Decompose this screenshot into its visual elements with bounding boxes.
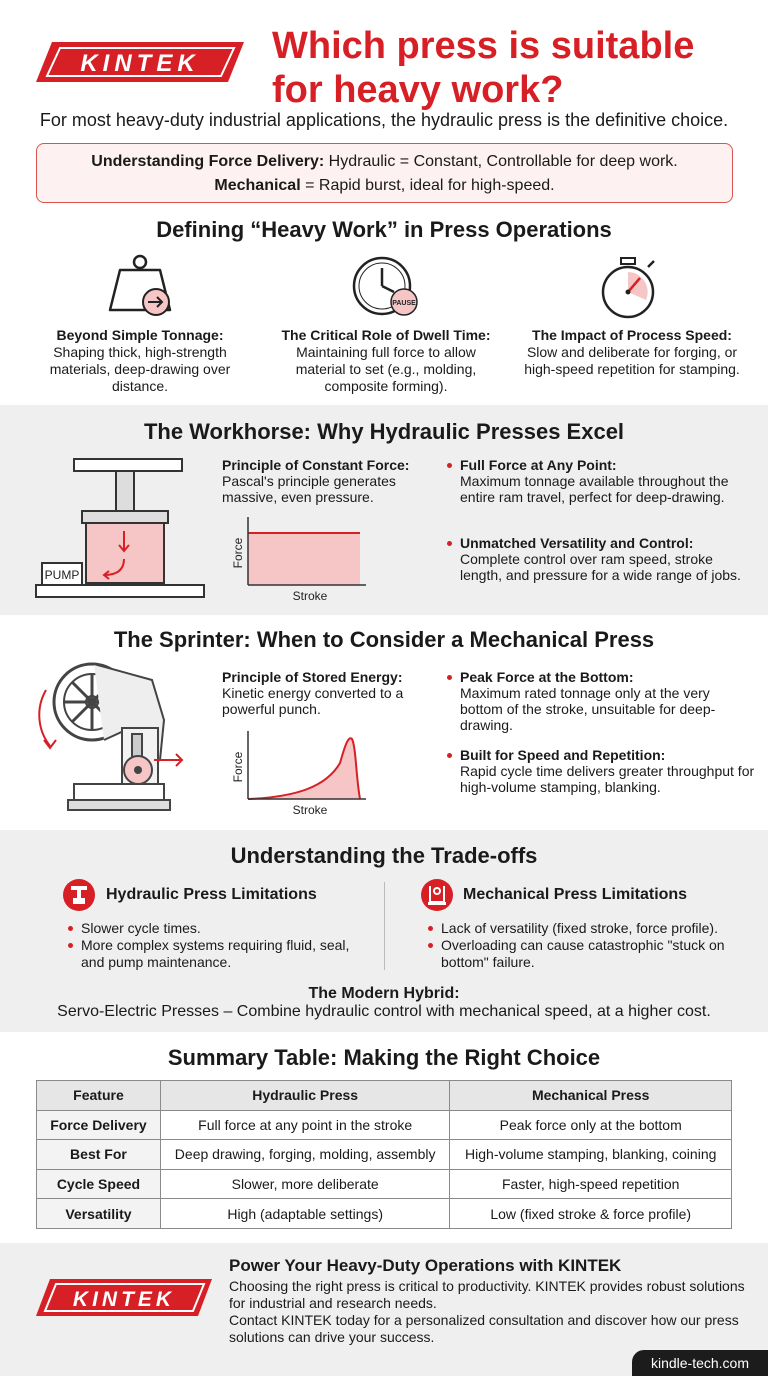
peak-force-graph: Force Stroke (226, 727, 376, 824)
dwell-time-item: The Critical Role of Dwell Time: Maintai… (271, 327, 501, 395)
table-cell: Low (fixed stroke & force profile) (449, 1198, 732, 1229)
cta-title: Power Your Heavy-Duty Operations with KI… (229, 1256, 622, 1275)
pump-label: PUMP (45, 568, 80, 582)
table-cell: Deep drawing, forging, molding, assembly (159, 1139, 451, 1170)
stored-energy-block: Principle of Stored Energy: Kinetic ener… (222, 669, 422, 717)
constant-force-block: Principle of Constant Force: Pascal's pr… (222, 457, 422, 505)
table-cell: Faster, high-speed repetition (449, 1168, 732, 1200)
mechanical-limitations-title: Mechanical Press Limitations (463, 886, 688, 903)
constant-force-label: Principle of Constant Force: (222, 457, 410, 473)
peak-force-bullet: Peak Force at the Bottom: Maximum rated … (447, 669, 750, 733)
tonnage-label: Beyond Simple Tonnage: (56, 327, 224, 343)
dwell-time-text: Maintaining full force to allow material… (295, 344, 477, 394)
callout-line1-label: Understanding Force Delivery: (91, 153, 325, 170)
force-delivery-callout: Understanding Force Delivery: Hydraulic … (36, 143, 733, 203)
logo-text: KINTEK (80, 50, 199, 77)
graph-x-label: Stroke (293, 803, 328, 817)
constant-force-text: Pascal's principle generates massive, ev… (222, 473, 396, 505)
versatility-bullet: Unmatched Versatility and Control: Compl… (447, 535, 755, 583)
stopwatch-icon (594, 252, 664, 327)
list-item: Slower cycle times. (68, 920, 368, 937)
table-header-row: Feature Hydraulic Press Mechanical Press (36, 1080, 732, 1111)
table-row: Cycle Speed Slower, more deliberate Fast… (36, 1168, 732, 1200)
page-subtitle: For most heavy-duty industrial applicati… (39, 110, 729, 130)
list-item: More complex systems requiring fluid, se… (68, 937, 368, 971)
graph-x-label: Stroke (293, 589, 328, 603)
graph-y-label: Force (231, 537, 245, 568)
summary-heading: Summary Table: Making the Right Choice (167, 1045, 601, 1070)
hydraulic-press-illustration: PUMP (34, 455, 210, 608)
hydraulic-limitations-list: Slower cycle times. More complex systems… (68, 920, 368, 971)
hybrid-text: Servo-Electric Presses – Combine hydraul… (57, 1003, 711, 1020)
versatility-label: Unmatched Versatility and Control: (460, 535, 694, 551)
tonnage-item: Beyond Simple Tonnage: Shaping thick, hi… (25, 327, 255, 395)
table-cell: Slower, more deliberate (159, 1168, 451, 1200)
versatility-text: Complete control over ram speed, stroke … (460, 551, 741, 583)
list-item: Lack of versatility (fixed stroke, force… (428, 920, 738, 937)
cta-text: Choosing the right press is critical to … (229, 1278, 749, 1346)
page-title: Which press is suitable for heavy work? (272, 25, 695, 111)
cta-line-1: Choosing the right press is critical to … (229, 1278, 745, 1311)
list-item: Overloading can cause catastrophic "stuc… (428, 937, 738, 971)
callout-line1-text: Hydraulic = Constant, Controllable for d… (328, 153, 678, 170)
column-header: Mechanical Press (449, 1080, 732, 1111)
process-speed-text: Slow and deliberate for forging, or high… (524, 344, 740, 377)
mechanical-press-illustration (34, 660, 194, 823)
hybrid-title: The Modern Hybrid: (308, 985, 460, 1002)
column-header: Feature (36, 1080, 161, 1111)
table-row: Best For Deep drawing, forging, molding,… (36, 1139, 732, 1170)
tonnage-text: Shaping thick, high-strength materials, … (49, 344, 231, 394)
table-cell: Versatility (36, 1198, 161, 1229)
table-row: Versatility High (adaptable settings) Lo… (36, 1198, 732, 1229)
constant-force-graph: Force Stroke (226, 513, 376, 610)
mechanical-limitation-icon (420, 878, 454, 917)
full-force-text: Maximum tonnage available throughout the… (460, 473, 729, 505)
table-cell: Best For (36, 1139, 161, 1170)
table-cell: High (adaptable settings) (159, 1198, 451, 1229)
full-force-bullet: Full Force at Any Point: Maximum tonnage… (447, 457, 750, 505)
hydraulic-limitations-title: Hydraulic Press Limitations (106, 886, 317, 903)
graph-y-label: Force (231, 751, 245, 782)
clock-pause-icon: PAUSE (350, 252, 422, 325)
column-header: Hydraulic Press (159, 1080, 451, 1111)
defining-heading: Defining “Heavy Work” in Press Operation… (156, 217, 612, 242)
speed-repetition-label: Built for Speed and Repetition: (460, 747, 666, 763)
table-row: Force Delivery Full force at any point i… (36, 1109, 732, 1141)
divider (384, 882, 385, 970)
speed-repetition-text: Rapid cycle time delivers greater throug… (460, 763, 755, 795)
process-speed-label: The Impact of Process Speed: (532, 327, 732, 343)
callout-line2-label: Mechanical (214, 177, 301, 194)
kintek-footer-logo: KINTEK (34, 1276, 214, 1320)
tradeoffs-heading: Understanding the Trade-offs (230, 843, 538, 868)
peak-force-text: Maximum rated tonnage only at the very b… (460, 685, 716, 733)
kintek-logo: KINTEK (34, 38, 246, 86)
speed-repetition-bullet: Built for Speed and Repetition: Rapid cy… (447, 747, 755, 795)
hydraulic-limitation-icon (62, 878, 96, 917)
mechanical-limitations-list: Lack of versatility (fixed stroke, force… (428, 920, 738, 971)
hydraulic-heading: The Workhorse: Why Hydraulic Presses Exc… (143, 419, 625, 444)
summary-table: Feature Hydraulic Press Mechanical Press… (36, 1080, 732, 1229)
stored-energy-label: Principle of Stored Energy: (222, 669, 403, 685)
callout-line2-text: = Rapid burst, ideal for high-speed. (305, 177, 555, 194)
process-speed-item: The Impact of Process Speed: Slow and de… (517, 327, 747, 378)
dwell-time-label: The Critical Role of Dwell Time: (281, 327, 491, 343)
logo-text: KINTEK (73, 1288, 175, 1311)
stored-energy-text: Kinetic energy converted to a powerful p… (222, 685, 404, 717)
cta-line-2: Contact KINTEK today for a personalized … (229, 1312, 739, 1345)
table-cell: Peak force only at the bottom (449, 1109, 732, 1141)
full-force-label: Full Force at Any Point: (460, 457, 617, 473)
website-link[interactable]: kindle-tech.com (632, 1350, 768, 1376)
table-cell: High-volume stamping, blanking, coining (449, 1139, 732, 1170)
mechanical-heading: The Sprinter: When to Consider a Mechani… (113, 627, 655, 652)
table-cell: Full force at any point in the stroke (159, 1109, 451, 1141)
peak-force-label: Peak Force at the Bottom: (460, 669, 634, 685)
table-cell: Cycle Speed (36, 1168, 161, 1200)
weight-icon (104, 252, 176, 323)
pause-text: PAUSE (392, 300, 416, 307)
table-cell: Force Delivery (36, 1109, 161, 1141)
